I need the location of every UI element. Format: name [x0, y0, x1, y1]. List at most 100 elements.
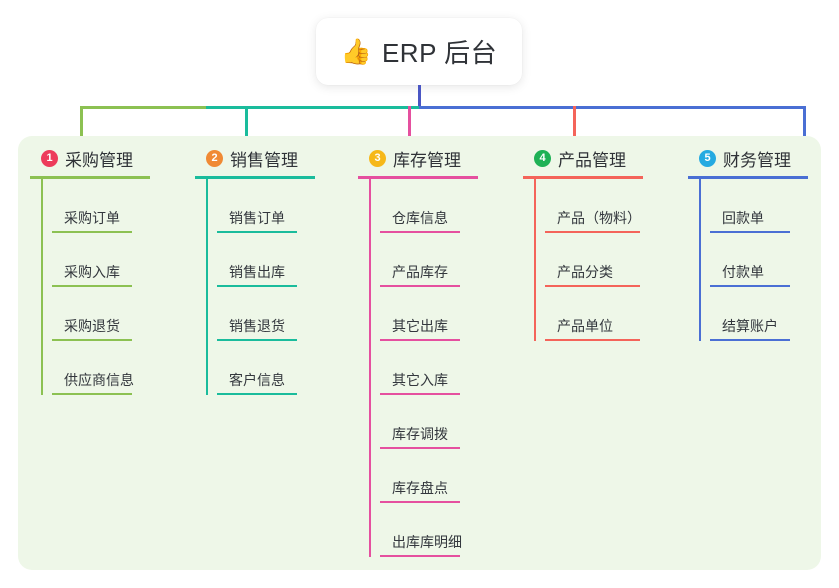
branch-leaf-list-3: 仓库信息产品库存其它出库其它入库库存调拨库存盘点出库库明细: [358, 179, 508, 557]
branch-title-1: 采购管理: [65, 150, 133, 170]
connector-drop-2: [245, 106, 248, 140]
branch-title-5: 财务管理: [723, 150, 791, 170]
thumbs-up-icon: 👍: [340, 37, 372, 66]
leaf-rule: [52, 285, 132, 287]
root-trunk-connector: [418, 85, 421, 108]
diagram-canvas-panel: [18, 136, 821, 570]
leaf-label: 采购入库: [64, 264, 120, 280]
branch-header-1[interactable]: 1 采购管理: [30, 146, 180, 170]
branch-spine-1: [41, 179, 43, 395]
branch-header-2[interactable]: 2 销售管理: [195, 146, 345, 170]
branch-column-3: 3 库存管理仓库信息产品库存其它出库其它入库库存调拨库存盘点出库库明细: [358, 146, 508, 557]
leaf-node[interactable]: 供应商信息: [41, 341, 180, 395]
leaf-node[interactable]: 产品库存: [369, 233, 508, 287]
leaf-node[interactable]: 付款单: [699, 233, 823, 287]
leaf-node[interactable]: 其它出库: [369, 287, 508, 341]
leaf-label: 库存盘点: [392, 480, 448, 496]
leaf-node[interactable]: 库存盘点: [369, 449, 508, 503]
leaf-label: 产品分类: [557, 264, 613, 280]
leaf-label: 采购订单: [64, 210, 120, 226]
branch-number-badge-3: 3: [369, 149, 386, 167]
branch-column-2: 2 销售管理销售订单销售出库销售退货客户信息: [195, 146, 345, 395]
leaf-node[interactable]: 仓库信息: [369, 179, 508, 233]
branch-column-4: 4 产品管理产品（物料） 产品分类产品单位: [523, 146, 673, 341]
leaf-label: 销售订单: [229, 210, 285, 226]
leaf-node[interactable]: 库存调拨: [369, 395, 508, 449]
leaf-label: 销售出库: [229, 264, 285, 280]
leaf-label: 产品（物料）: [557, 210, 641, 226]
leaf-rule: [380, 285, 460, 287]
leaf-node[interactable]: 产品（物料）: [534, 179, 673, 233]
connector-drop-3: [408, 106, 411, 140]
leaf-rule: [545, 231, 640, 233]
leaf-rule: [710, 231, 790, 233]
root-node[interactable]: 👍 ERP 后台: [316, 18, 522, 85]
leaf-rule: [217, 285, 297, 287]
leaf-label: 仓库信息: [392, 210, 448, 226]
root-title: ERP 后台: [381, 38, 498, 68]
connector-drop-4: [573, 106, 576, 140]
branch-leaf-list-4: 产品（物料） 产品分类产品单位: [523, 179, 673, 341]
leaf-node[interactable]: 销售退货: [206, 287, 345, 341]
connector-hbar-segment-2: [206, 106, 419, 109]
leaf-label: 产品单位: [557, 318, 613, 334]
branch-spine-5: [699, 179, 701, 341]
branch-number-badge-2: 2: [206, 149, 223, 167]
leaf-label: 结算账户: [722, 318, 778, 334]
leaf-node[interactable]: 采购订单: [41, 179, 180, 233]
leaf-rule: [710, 339, 790, 341]
leaf-label: 其它入库: [392, 372, 448, 388]
branch-rule-4: [523, 176, 643, 179]
branch-rule-3: [358, 176, 478, 179]
leaf-rule: [380, 231, 460, 233]
leaf-label: 采购退货: [64, 318, 120, 334]
branch-number-badge-5: 5: [699, 149, 716, 167]
leaf-node[interactable]: 结算账户: [699, 287, 823, 341]
leaf-node[interactable]: 出库库明细: [369, 503, 508, 557]
leaf-node[interactable]: 回款单: [699, 179, 823, 233]
leaf-rule: [217, 339, 297, 341]
leaf-rule: [545, 285, 640, 287]
leaf-node[interactable]: 客户信息: [206, 341, 345, 395]
connector-drop-1: [80, 106, 83, 140]
leaf-node[interactable]: 销售订单: [206, 179, 345, 233]
leaf-rule: [52, 231, 132, 233]
branch-spine-2: [206, 179, 208, 395]
branch-title-3: 库存管理: [393, 150, 461, 170]
branch-leaf-list-5: 回款单付款单结算账户: [688, 179, 823, 341]
connector-hbar-segment-1: [80, 106, 206, 109]
branch-title-2: 销售管理: [230, 150, 298, 170]
leaf-node[interactable]: 采购入库: [41, 233, 180, 287]
branch-column-5: 5 财务管理回款单付款单结算账户: [688, 146, 823, 341]
leaf-rule: [380, 339, 460, 341]
leaf-label: 其它出库: [392, 318, 448, 334]
branch-number-badge-1: 1: [41, 149, 58, 167]
leaf-label: 产品库存: [392, 264, 448, 280]
branch-rule-2: [195, 176, 315, 179]
leaf-node[interactable]: 采购退货: [41, 287, 180, 341]
leaf-rule: [380, 393, 460, 395]
leaf-label: 付款单: [722, 264, 764, 280]
leaf-label: 客户信息: [229, 372, 285, 388]
leaf-node[interactable]: 其它入库: [369, 341, 508, 395]
leaf-rule: [710, 285, 790, 287]
leaf-rule: [380, 501, 460, 503]
branch-title-4: 产品管理: [558, 150, 626, 170]
leaf-rule: [217, 231, 297, 233]
branch-header-3[interactable]: 3 库存管理: [358, 146, 508, 170]
branch-number-badge-4: 4: [534, 149, 551, 167]
branch-rule-1: [30, 176, 150, 179]
branch-header-4[interactable]: 4 产品管理: [523, 146, 673, 170]
leaf-node[interactable]: 产品单位: [534, 287, 673, 341]
leaf-label: 出库库明细: [392, 534, 462, 550]
leaf-rule: [52, 393, 132, 395]
leaf-rule: [380, 555, 460, 557]
leaf-node[interactable]: 销售出库: [206, 233, 345, 287]
leaf-rule: [545, 339, 640, 341]
branch-spine-3: [369, 179, 371, 557]
branch-header-5[interactable]: 5 财务管理: [688, 146, 823, 170]
leaf-label: 库存调拨: [392, 426, 448, 442]
leaf-node[interactable]: 产品分类: [534, 233, 673, 287]
branch-column-1: 1 采购管理采购订单采购入库采购退货供应商信息: [30, 146, 180, 395]
